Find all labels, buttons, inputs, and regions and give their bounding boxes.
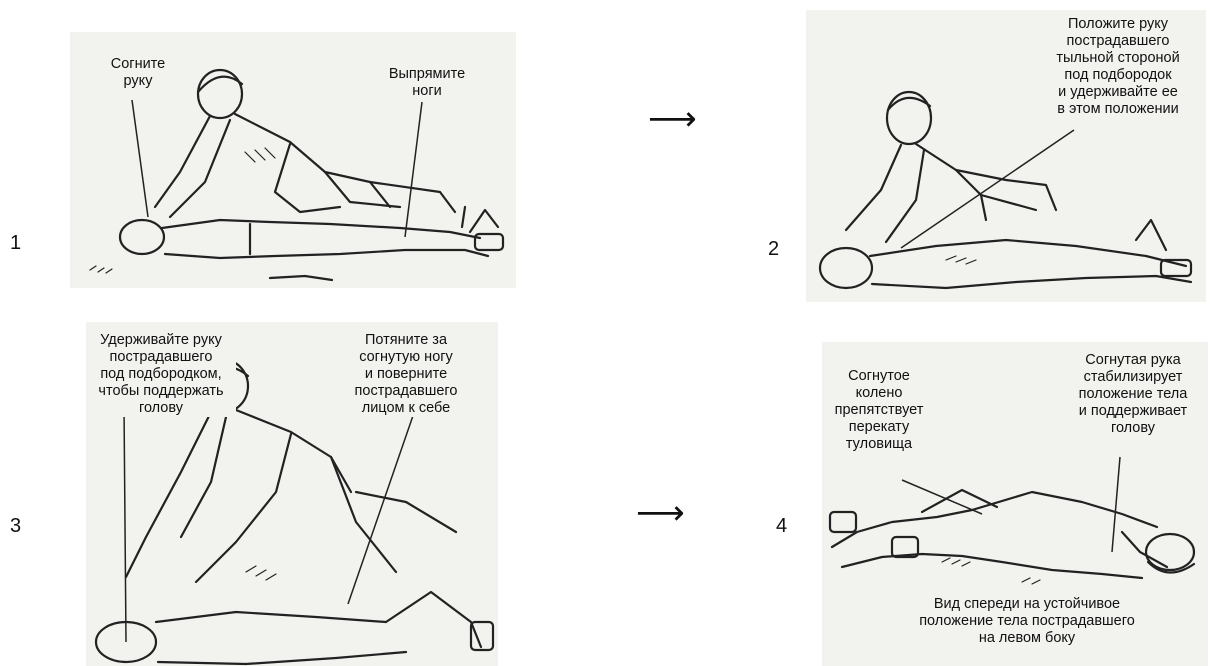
step-number-4: 4 — [776, 515, 787, 538]
illustration-step-1: Согните руку Выпрямите ноги — [70, 32, 516, 288]
label-bent-arm: Согнутая рука стабилизирует положение те… — [1058, 352, 1208, 437]
illustration-step-3: Удерживайте руку пострадавшего под подбо… — [86, 322, 498, 666]
label-hand-under-chin: Положите руку пострадавшего тыльной стор… — [1034, 16, 1202, 118]
label-front-view: Вид спереди на устойчивое положение тела… — [882, 596, 1172, 647]
illustration-step-2: Положите руку пострадавшего тыльной стор… — [806, 10, 1206, 302]
arrow-right-icon: ⟶ — [636, 496, 685, 530]
label-bend-arm: Согните руку — [88, 56, 188, 90]
label-straighten-legs: Выпрямите ноги — [372, 66, 482, 100]
arrow-right-icon: ⟶ — [648, 102, 697, 136]
illustration-step-4: Согнутое колено препятствует перекату ту… — [822, 342, 1208, 666]
label-pull-bent-leg: Потяните за согнутую ногу и поверните по… — [326, 332, 486, 417]
step-number-3: 3 — [10, 515, 21, 538]
step-number-2: 2 — [768, 238, 779, 261]
step-number-1: 1 — [10, 232, 21, 255]
label-bent-knee: Согнутое колено препятствует перекату ту… — [822, 368, 936, 453]
label-hold-hand-under-chin: Удерживайте руку пострадавшего под подбо… — [86, 332, 236, 417]
